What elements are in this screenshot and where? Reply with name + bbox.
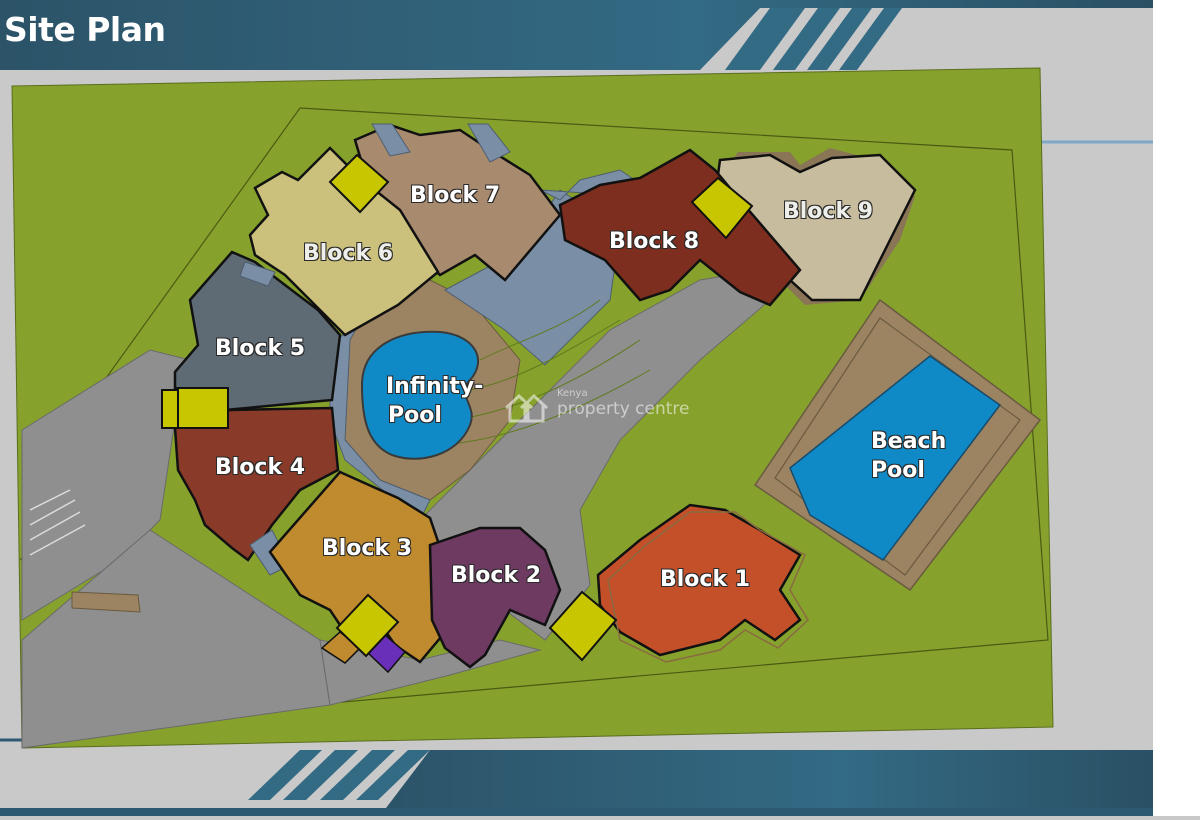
right-margin	[1153, 0, 1200, 816]
parking-lines	[29, 489, 86, 556]
infinity-pool-label-line1[interactable]: Infinity-	[386, 374, 484, 399]
block-1-label[interactable]: Block 1	[660, 567, 751, 592]
block-2-label[interactable]: Block 2	[451, 563, 542, 588]
footer-bottom-strip	[0, 808, 1153, 816]
infinity-pool	[360, 330, 480, 460]
stair-cores	[161, 153, 754, 662]
small-deck	[71, 591, 141, 613]
block-2	[428, 526, 562, 669]
beach-pool-label-line2[interactable]: Pool	[871, 458, 925, 483]
block-5-label[interactable]: Block 5	[215, 336, 306, 361]
stair-block-1	[548, 590, 618, 662]
block-6	[248, 146, 440, 337]
infinity-pool-label-line2[interactable]: Pool	[388, 403, 442, 428]
house-logo-icon	[504, 393, 549, 423]
watermark-small-text: Kenya	[557, 388, 588, 399]
footer-band	[380, 750, 1153, 816]
stair-block-5	[175, 387, 229, 429]
page-title: Site Plan	[4, 10, 166, 49]
beach-pool	[789, 355, 1002, 561]
block-5	[173, 250, 342, 412]
header-band	[0, 0, 1153, 70]
header-stripes	[725, 8, 902, 70]
block-4-label[interactable]: Block 4	[215, 455, 306, 480]
watermark-big-text: property centre	[557, 399, 690, 419]
block-3	[268, 470, 464, 664]
block-6-label[interactable]: Block 6	[303, 241, 394, 266]
block-8-label[interactable]: Block 8	[609, 229, 700, 254]
roads	[21, 269, 771, 749]
footer-stripes	[248, 750, 430, 800]
block-8	[558, 148, 802, 307]
block-9-label[interactable]: Block 9	[783, 199, 874, 224]
stair-block-8	[690, 176, 754, 240]
stair-block-6	[328, 153, 390, 214]
block-3-label[interactable]: Block 3	[322, 536, 413, 561]
contour-lines	[439, 299, 651, 446]
block-7-label[interactable]: Block 7	[410, 183, 501, 208]
stair-block-5-small	[161, 389, 179, 429]
beach-pool-label-line1[interactable]: Beach	[871, 429, 947, 454]
stair-block-3	[335, 593, 400, 658]
